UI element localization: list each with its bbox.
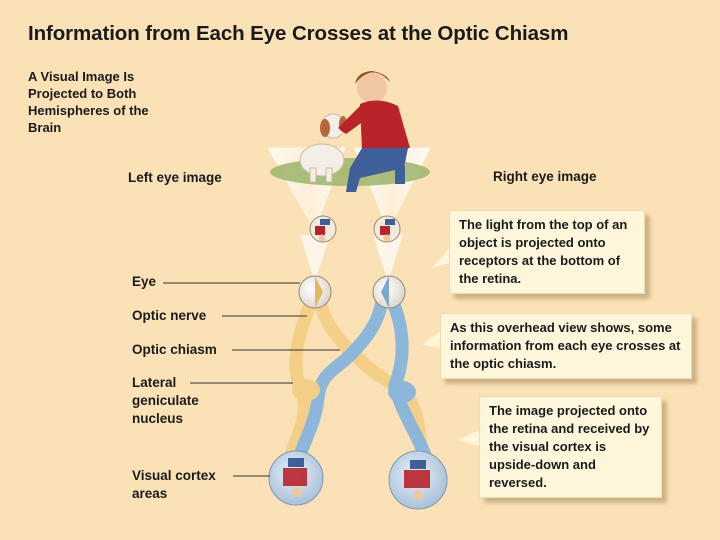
left-eye-image-label: Left eye image [128, 170, 222, 185]
eyes [298, 275, 406, 309]
right-crossed-pathway [293, 293, 389, 462]
person-shirt [360, 100, 410, 150]
diagram-subtitle: A Visual Image Is Projected to Both Hemi… [28, 69, 149, 135]
callout-upside-down: The image projected onto the retina and … [479, 396, 662, 498]
visual-cortex [268, 450, 448, 510]
dog-ear [320, 119, 330, 137]
optic-nerve-label: Optic nerve [132, 308, 207, 323]
right-retina-image [373, 215, 401, 243]
visual-pathways [285, 293, 432, 462]
label-leader-lines [163, 282, 340, 477]
left-lgn [292, 379, 320, 401]
callout-pointers [422, 245, 480, 446]
optic-chiasm-label: Optic chiasm [132, 342, 217, 357]
right-uncrossed-pathway [385, 293, 432, 462]
right-lgn [388, 381, 416, 403]
callout-retina-projection: The light from the top of an object is p… [449, 210, 645, 294]
page-title: Information from Each Eye Crosses at the… [28, 22, 569, 45]
scene-illustration [270, 71, 430, 192]
person-hair [355, 71, 390, 84]
callout-overhead-view: As this overhead view shows, some inform… [440, 313, 692, 379]
person-jeans [346, 148, 408, 192]
dog-body [299, 143, 345, 177]
eye-label: Eye [132, 274, 157, 289]
person-head [357, 73, 387, 103]
lgn-label: Lateral geniculate nucleus [132, 375, 199, 426]
left-retina-image [309, 215, 337, 243]
visual-cortex-label: Visual cortex areas [132, 468, 216, 501]
right-eye-image-label: Right eye image [493, 169, 597, 184]
